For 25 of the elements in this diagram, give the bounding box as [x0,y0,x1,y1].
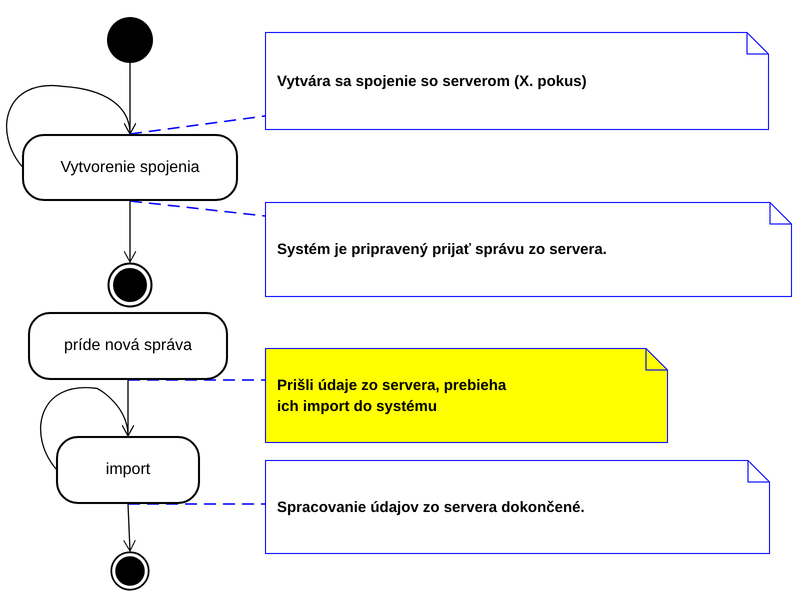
state-label: Vytvorenie spojenia [60,158,200,176]
note-text: Vytvára sa spojenie so serverom (X. pokus) [277,72,587,92]
arrow [124,201,136,262]
note-text: Spracovanie údajov zo servera dokončené. [277,498,585,518]
note-text: Systém je pripravený prijať správu zo servera. [277,240,607,260]
self-loop-arrow [40,387,134,470]
note-box [265,32,769,130]
final-state-circle [110,551,150,591]
state-box [56,436,200,504]
note-link [130,115,266,135]
state-box [22,134,238,201]
initial-state-circle [107,17,153,63]
state-box [28,312,228,380]
arrow [123,504,136,552]
note-text: Prišli údaje zo servera, prebieha ich import do systému [277,376,508,416]
self-loop-arrow [6,85,136,168]
final-state-circle [107,262,153,308]
note-link [128,503,265,505]
note-box [265,460,770,554]
note-box [265,348,668,443]
state-label: import [106,461,150,479]
note-link [130,200,266,217]
note-link [128,379,265,381]
state-label: príde nová správa [64,337,192,355]
note-box [265,202,792,297]
